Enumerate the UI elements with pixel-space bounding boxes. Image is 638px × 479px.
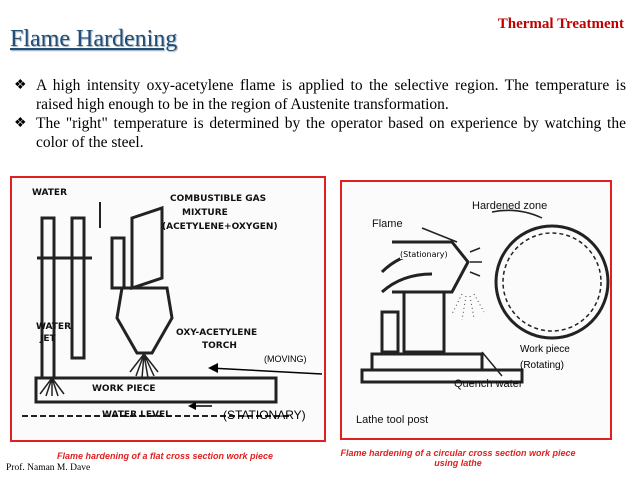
sketch-label: TORCH: [202, 341, 237, 351]
sketch-label: JET: [40, 334, 56, 344]
sketch-label: WORK PIECE: [92, 384, 156, 394]
sketch-label: Quench water: [454, 378, 523, 390]
stationary-label: (Stationary): [400, 250, 448, 259]
water-pipe: [40, 216, 56, 380]
torch-body: [115, 286, 174, 355]
bullet-text: A high intensity oxy-acetylene flame is …: [36, 77, 626, 113]
diamond-bullet-icon: ❖: [14, 116, 27, 131]
author-footer: Prof. Naman M. Dave: [6, 463, 91, 473]
circular-hardening-figure: Flame Hardened zone Quench water Lathe t…: [340, 180, 612, 440]
moving-label: (MOVING): [264, 354, 307, 364]
flat-hardening-figure: WATER COMBUSTIBLE GAS MIXTURE (ACETYLENE…: [10, 176, 326, 442]
flat-hardening-sketch: [22, 202, 323, 417]
sketch-label: Hardened zone: [472, 200, 548, 212]
work-piece-circle: [494, 224, 610, 340]
moving-arrow: [209, 367, 323, 375]
sketch-label: MIXTURE: [182, 208, 228, 218]
bullet-text: The "right" temperature is determined by…: [36, 115, 626, 151]
work-piece-label: Work piece: [520, 344, 570, 355]
sketch-label: Flame: [372, 218, 403, 230]
flame-jets: [469, 247, 482, 277]
quench-spray: [451, 293, 485, 321]
bullet-item: ❖ The "right" temperature is determined …: [14, 114, 626, 152]
lathe-hardening-sketch: [360, 209, 610, 384]
lathe-base: [370, 352, 484, 372]
bullet-item: ❖ A high intensity oxy-acetylene flame i…: [14, 76, 626, 114]
sketch-label: WATER LEVEL: [102, 410, 171, 420]
diamond-bullet-icon: ❖: [14, 78, 27, 93]
sketch-label: (ACETYLENE+OXYGEN): [162, 222, 278, 232]
stationary-label: (STATIONARY): [223, 408, 306, 422]
hardened-zone-ring: [502, 232, 602, 332]
sketch-label: Lathe tool post: [356, 414, 429, 426]
gas-pipe: [130, 205, 164, 291]
water-pipe-2: [70, 216, 86, 360]
sketch-label: OXY-ACETYLENE: [176, 328, 258, 338]
topic-label: Thermal Treatment: [497, 16, 624, 32]
work-piece-block: [34, 376, 278, 404]
tool-holder: [402, 290, 446, 354]
right-caption: Flame hardening of a circular cross sect…: [340, 448, 576, 468]
slide-title: Flame Hardening: [10, 26, 178, 52]
sketch-label: COMBUSTIBLE GAS: [170, 194, 267, 204]
bullet-list: ❖ A high intensity oxy-acetylene flame i…: [14, 76, 626, 152]
rotating-label: (Rotating): [520, 360, 564, 371]
sketch-label: WATER: [36, 322, 72, 332]
flame-cone: [129, 353, 159, 379]
sketch-label: WATER: [32, 188, 68, 198]
left-caption: Flame hardening of a flat cross section …: [56, 451, 274, 461]
